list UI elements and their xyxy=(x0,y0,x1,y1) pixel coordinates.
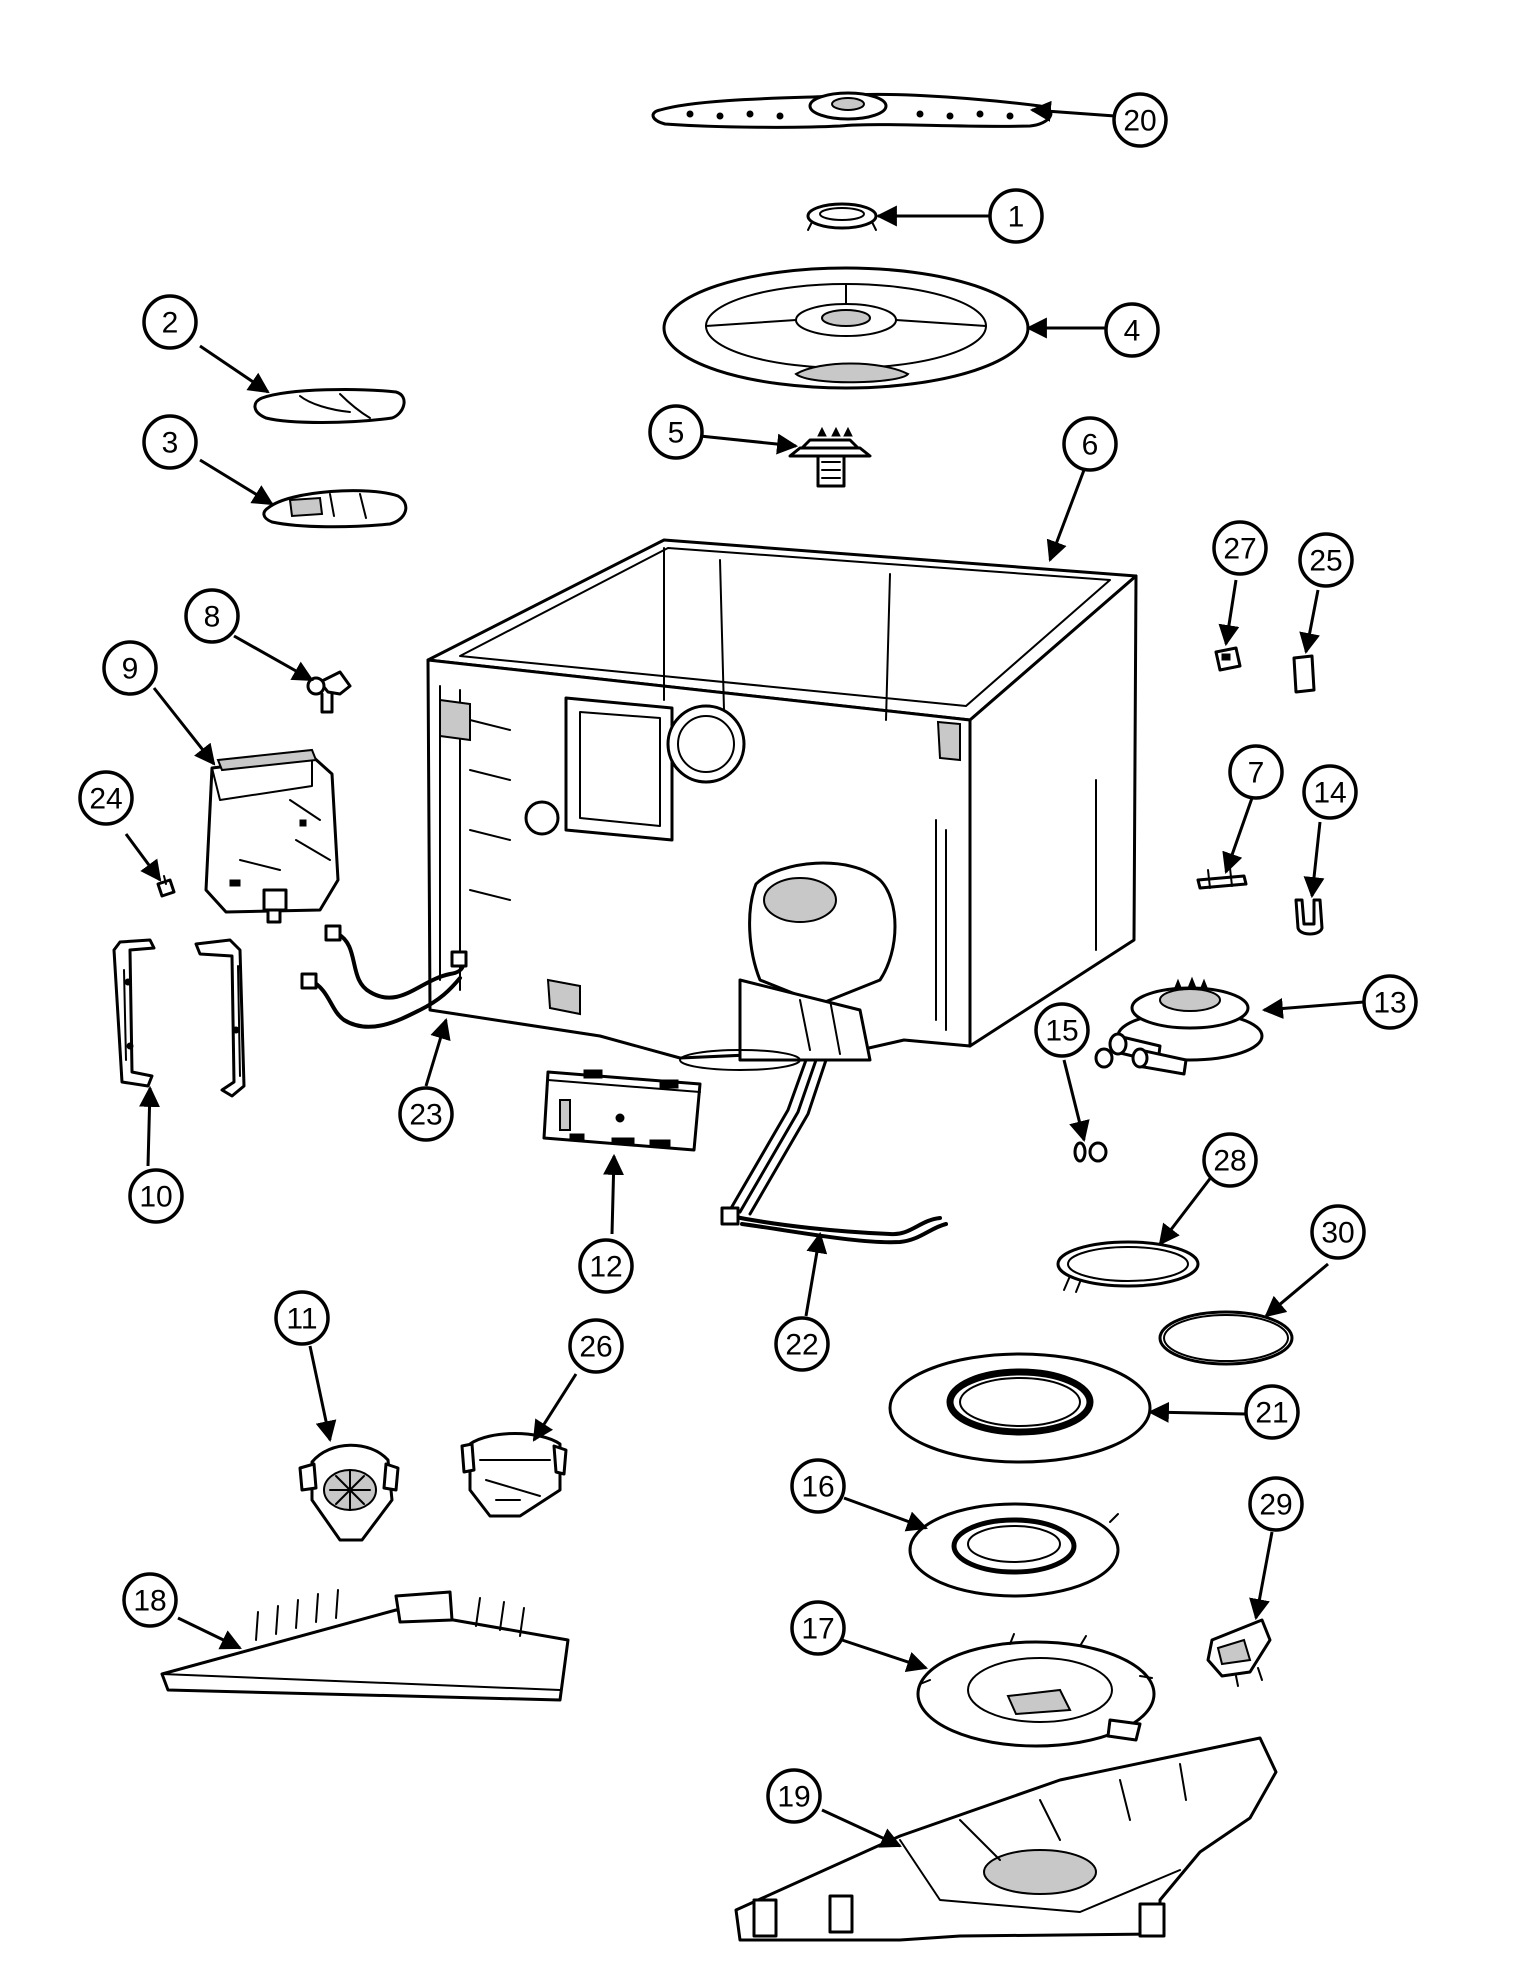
part-10-brackets xyxy=(112,938,246,1098)
part-8-valve xyxy=(306,670,352,714)
part-28-ring xyxy=(1056,1240,1200,1293)
callout-8: 8 xyxy=(184,588,240,644)
callout-18: 18 xyxy=(122,1572,178,1628)
svg-text:16: 16 xyxy=(801,1471,834,1504)
callout-13: 13 xyxy=(1362,974,1418,1030)
part-30-gasket xyxy=(1158,1310,1294,1366)
svg-text:10: 10 xyxy=(139,1181,172,1214)
callout-15: 15 xyxy=(1034,1002,1090,1058)
part-2-cover xyxy=(253,388,406,424)
callout-10: 10 xyxy=(128,1168,184,1224)
part-29-bracket xyxy=(1206,1618,1272,1687)
callout-3: 3 xyxy=(142,414,198,470)
part-14-uclip xyxy=(1294,898,1324,936)
callout-14: 14 xyxy=(1302,764,1358,820)
callout-29: 29 xyxy=(1248,1476,1304,1532)
svg-text:22: 22 xyxy=(785,1329,818,1362)
part-17-base-ring xyxy=(916,1633,1156,1748)
svg-text:6: 6 xyxy=(1082,429,1099,462)
svg-text:23: 23 xyxy=(409,1099,442,1132)
callout-16: 16 xyxy=(790,1458,846,1514)
svg-text:12: 12 xyxy=(589,1251,622,1284)
svg-text:18: 18 xyxy=(133,1585,166,1618)
svg-text:17: 17 xyxy=(801,1613,834,1646)
svg-text:19: 19 xyxy=(777,1781,810,1814)
svg-text:26: 26 xyxy=(579,1331,612,1364)
leader-lines xyxy=(124,100,1365,1848)
callout-28: 28 xyxy=(1202,1132,1258,1188)
svg-text:29: 29 xyxy=(1259,1489,1292,1522)
svg-text:5: 5 xyxy=(668,417,685,450)
callout-22: 22 xyxy=(774,1316,830,1372)
part-16-ring xyxy=(908,1502,1120,1598)
callout-19: 19 xyxy=(766,1768,822,1824)
svg-text:4: 4 xyxy=(1124,315,1141,348)
callout-17: 17 xyxy=(790,1600,846,1656)
part-6-tub xyxy=(426,538,1138,1071)
part-4-disc xyxy=(662,266,1030,390)
part-18-base-panel xyxy=(160,1589,570,1702)
callout-5: 5 xyxy=(648,404,704,460)
part-13-pump-motor xyxy=(1094,976,1264,1076)
svg-text:25: 25 xyxy=(1309,545,1342,578)
callout-26: 26 xyxy=(568,1318,624,1374)
svg-text:9: 9 xyxy=(122,653,139,686)
svg-text:2: 2 xyxy=(162,307,179,340)
callout-12: 12 xyxy=(578,1238,634,1294)
part-15-orings xyxy=(1073,1141,1108,1163)
svg-text:15: 15 xyxy=(1045,1015,1078,1048)
part-5-impeller xyxy=(788,426,872,488)
part-24-nut xyxy=(156,875,176,898)
part-26-cradle xyxy=(460,1432,568,1518)
svg-text:3: 3 xyxy=(162,427,179,460)
svg-text:1: 1 xyxy=(1008,201,1025,234)
svg-text:30: 30 xyxy=(1321,1217,1354,1250)
part-23-wire-harness xyxy=(300,924,468,1029)
part-7-bracket xyxy=(1196,867,1248,890)
part-25-strip xyxy=(1292,654,1316,694)
callout-7: 7 xyxy=(1228,744,1284,800)
part-21-ring xyxy=(888,1352,1152,1464)
part-11-pump-housing xyxy=(298,1443,400,1542)
part-9-module xyxy=(204,748,340,924)
svg-text:13: 13 xyxy=(1373,987,1406,1020)
callout-6: 6 xyxy=(1062,416,1118,472)
callout-23: 23 xyxy=(398,1086,454,1142)
part-12-control-board xyxy=(542,1069,702,1152)
svg-text:7: 7 xyxy=(1248,757,1265,790)
callout-21: 21 xyxy=(1244,1384,1300,1440)
part-20-spray-arm xyxy=(651,91,1053,129)
callout-25: 25 xyxy=(1298,532,1354,588)
callout-9: 9 xyxy=(102,640,158,696)
svg-text:24: 24 xyxy=(89,783,122,816)
part-27-clip xyxy=(1214,646,1242,672)
callout-27: 27 xyxy=(1212,520,1268,576)
svg-text:20: 20 xyxy=(1123,105,1156,138)
part-3-cup xyxy=(262,489,408,529)
svg-text:8: 8 xyxy=(204,601,221,634)
part-19-base-pan xyxy=(734,1736,1278,1942)
callout-4: 4 xyxy=(1104,302,1160,358)
callout-11: 11 xyxy=(274,1290,330,1346)
svg-text:27: 27 xyxy=(1223,533,1256,566)
callout-1: 1 xyxy=(988,188,1044,244)
part-1-ring xyxy=(806,202,878,231)
callout-30: 30 xyxy=(1310,1204,1366,1260)
part-22-wire-harness xyxy=(720,1058,948,1245)
svg-text:28: 28 xyxy=(1213,1145,1246,1178)
callout-2: 2 xyxy=(142,294,198,350)
svg-text:14: 14 xyxy=(1313,777,1346,810)
callout-20: 20 xyxy=(1112,92,1168,148)
svg-text:11: 11 xyxy=(286,1303,317,1336)
callout-24: 24 xyxy=(78,770,134,826)
svg-text:21: 21 xyxy=(1255,1397,1288,1430)
